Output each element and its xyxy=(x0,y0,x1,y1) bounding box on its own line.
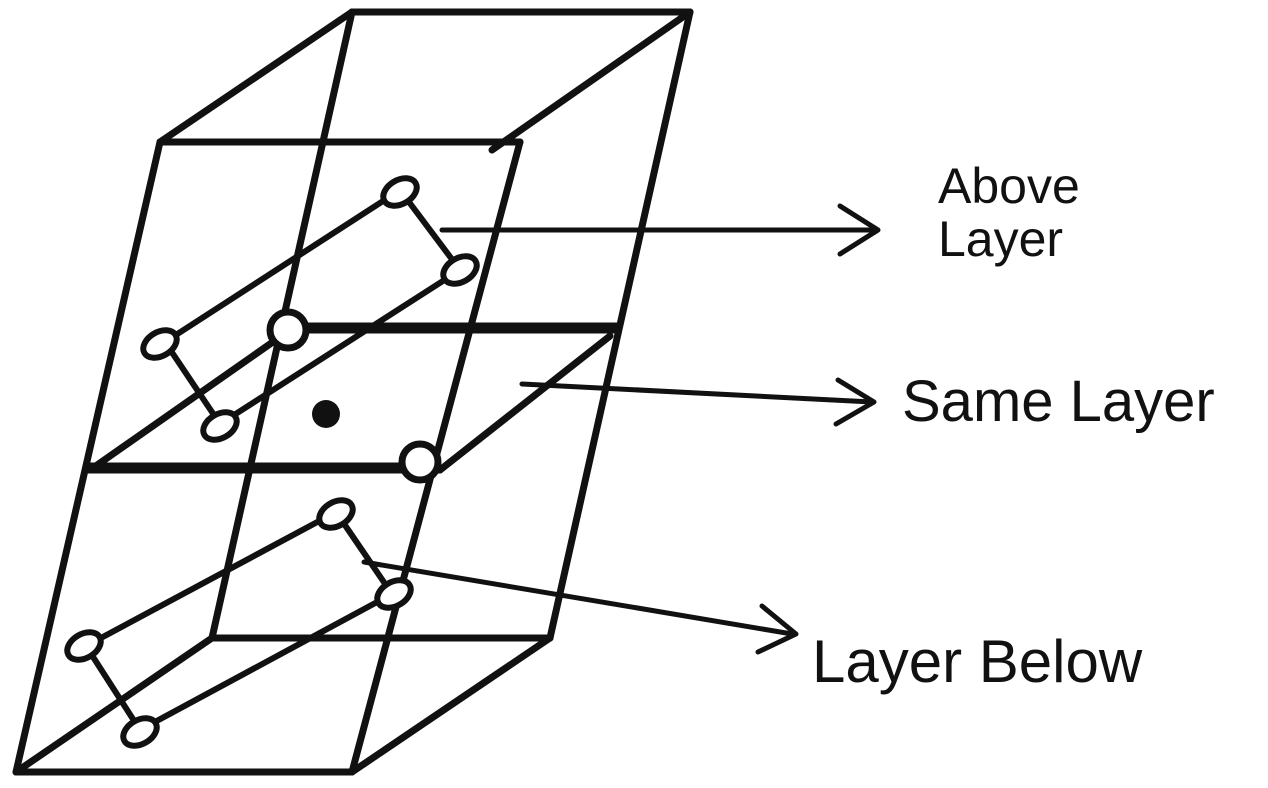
upper-node-right xyxy=(440,253,480,287)
lower-node-right xyxy=(374,577,414,611)
label-same-layer: Same Layer xyxy=(902,369,1215,434)
same-layer-vacancy-2 xyxy=(398,440,442,484)
arrow-same-layer xyxy=(519,377,877,427)
label-above-layer: Above Layer xyxy=(938,158,1080,267)
cell-frame xyxy=(12,8,694,776)
upper-node-left xyxy=(140,327,180,361)
same-layer-vacancy-1 xyxy=(266,308,310,352)
upper-layer-unit xyxy=(140,175,480,443)
upper-node-bottom xyxy=(200,409,240,443)
lower-node-left xyxy=(64,629,104,663)
arrow-layer-below xyxy=(361,559,799,655)
arrow-above-layer xyxy=(439,203,881,257)
lower-node-bottom xyxy=(120,715,160,749)
central-atom xyxy=(312,400,340,428)
upper-node-top xyxy=(380,175,420,209)
lower-node-top xyxy=(316,497,356,531)
same-layer-atoms xyxy=(266,308,442,484)
lower-layer-unit xyxy=(64,497,414,749)
label-layer-below: Layer Below xyxy=(812,628,1143,695)
